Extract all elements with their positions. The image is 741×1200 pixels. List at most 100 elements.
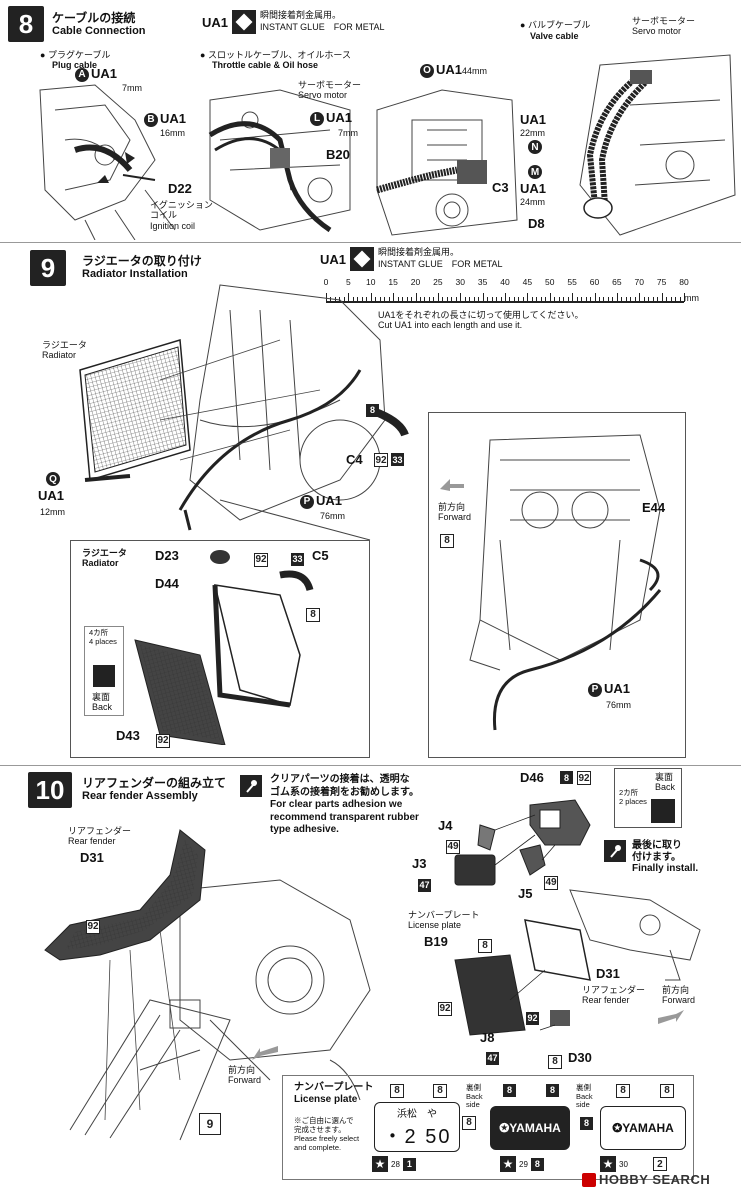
ruler-tick — [411, 297, 413, 302]
d30-color: 92 — [526, 1011, 539, 1025]
ruler-tick — [326, 293, 327, 302]
ruler-tick — [419, 297, 421, 302]
ruler-tick — [540, 297, 542, 302]
callout-n-code: UA1 — [520, 112, 547, 127]
plate2-decals: ★ 29 8 — [500, 1156, 544, 1172]
ruler-unit: mm — [684, 293, 699, 303]
yamaha-emblem-icon: ✪ — [612, 1121, 623, 1135]
ruler-tick — [379, 297, 381, 302]
ruler-tick — [652, 297, 654, 302]
j3-color: 47 — [418, 878, 431, 892]
j4-color: 49 — [446, 839, 460, 854]
step-8-number: 8 — [8, 6, 44, 42]
step-9-title-en: Radiator Installation — [82, 268, 188, 280]
ruler-tick — [428, 297, 430, 302]
ruler-label: 60 — [589, 277, 600, 287]
part-a-icon: A — [75, 67, 89, 82]
ruler-tick — [558, 297, 560, 302]
ruler-tick — [522, 297, 524, 302]
c5-part: 8 — [306, 604, 320, 622]
ruler-tick — [621, 297, 623, 302]
step-9-glue-note: UA1 瞬間接着剤金属用。 INSTANT GLUE FOR METAL — [320, 247, 503, 271]
part-b20: B20 — [326, 147, 350, 162]
part-d46: D46 — [520, 770, 544, 785]
ruler-tick — [509, 297, 511, 302]
part-c5: C5 — [312, 548, 329, 563]
c5-color: 33 — [291, 552, 304, 566]
ruler-tick — [545, 297, 547, 302]
part-d8: D8 — [528, 216, 545, 231]
d23-color: 92 — [254, 552, 268, 567]
part-c4: C4 — [346, 452, 363, 467]
ruler-tick — [330, 297, 332, 302]
part-b19: B19 — [424, 934, 448, 949]
ruler-tick — [666, 297, 668, 302]
forward-view-box — [428, 412, 686, 758]
ruler-tick — [630, 297, 632, 302]
ruler-tick — [433, 297, 435, 302]
d31-color: 92 — [86, 919, 100, 934]
ruler-tick — [684, 293, 685, 302]
yamaha-emblem-icon: ✪ — [499, 1121, 510, 1135]
ruler-tick — [478, 297, 480, 302]
part-j8: J8 — [480, 1030, 495, 1045]
part-n-icon: N — [528, 140, 542, 154]
plate-2: ✪YAMAHA — [490, 1106, 570, 1150]
callout-m-code: UA1 — [520, 181, 547, 196]
plate1-tag3: 8 — [462, 1112, 476, 1130]
lamp-parts-sketch — [454, 799, 591, 886]
ruler-tick — [576, 297, 578, 302]
plate1-number: ・2 50 — [382, 1126, 452, 1148]
part-d22: D22 — [168, 181, 192, 196]
part-b-icon: B — [144, 112, 158, 127]
ruler-tick — [343, 297, 345, 302]
ruler-tick — [549, 293, 551, 302]
ruler-tick — [402, 297, 404, 302]
ruler-tick — [603, 297, 605, 302]
ruler-tick — [594, 293, 596, 302]
ruler-tick — [415, 293, 417, 302]
ruler-label: 65 — [612, 277, 622, 287]
part-m-icon: M — [528, 165, 542, 179]
l-length: 7mm — [338, 128, 358, 138]
glue-brush-icon — [240, 775, 262, 797]
j5-color: 49 — [544, 875, 558, 890]
q-length: 12mm — [40, 507, 66, 517]
forward-part-8: 8 — [440, 530, 454, 548]
ruler-tick — [366, 297, 368, 302]
part-o-icon: O — [420, 63, 434, 78]
ruler-tick — [648, 297, 650, 302]
glue-en: INSTANT GLUE FOR METAL — [260, 22, 385, 32]
decal-star-icon: ★ — [600, 1156, 616, 1172]
decal-star-icon: ★ — [500, 1156, 516, 1172]
ruler-tick — [536, 297, 538, 302]
fender-assembly-sketch — [454, 889, 701, 1036]
decal-star-icon: ★ — [372, 1156, 388, 1172]
ruler-label: 10 — [366, 277, 376, 287]
step-8-title-en: Cable Connection — [52, 25, 146, 37]
part-c3: C3 — [492, 180, 509, 195]
ruler-tick — [675, 297, 677, 302]
ruler-label: 40 — [500, 277, 510, 287]
back-mark-icon — [651, 799, 675, 823]
ruler-tick — [527, 293, 529, 302]
valve-cable-label: ● バルブケーブル Valve cable — [520, 20, 591, 41]
p2-length: 76mm — [606, 700, 632, 710]
part-9-tag: 9 — [199, 1113, 221, 1135]
ruler-tick — [531, 297, 533, 302]
ruler-tick — [612, 297, 614, 302]
ruler-label: 15 — [388, 277, 398, 287]
